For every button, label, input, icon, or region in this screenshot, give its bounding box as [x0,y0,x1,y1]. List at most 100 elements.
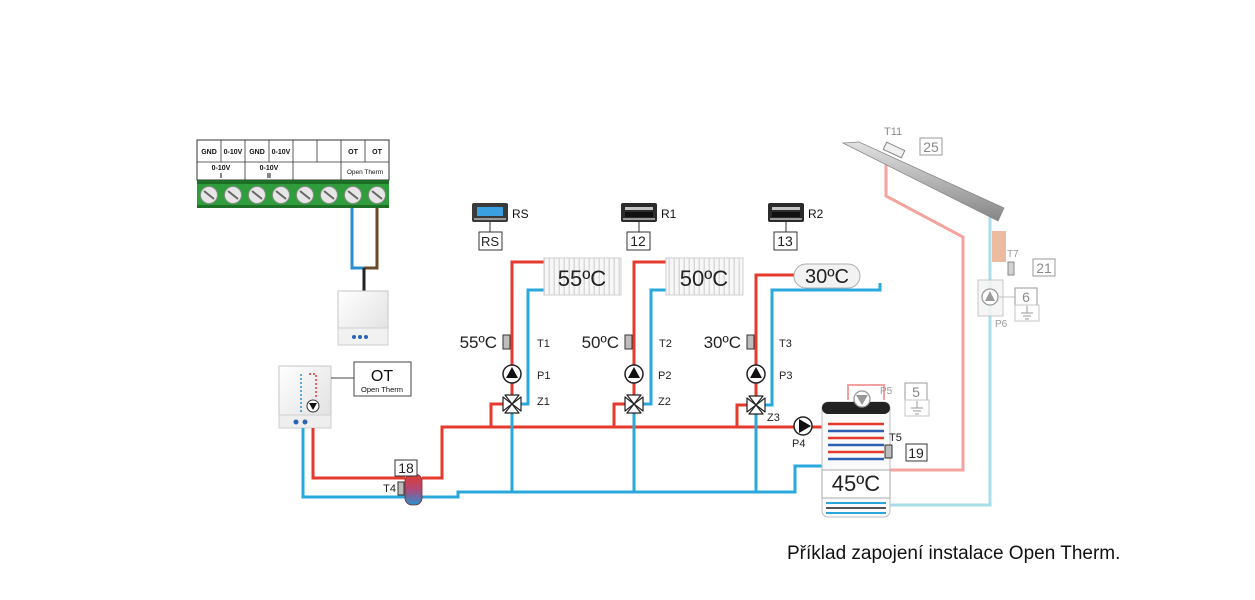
room-thermostat-r1: R1 12 [621,203,677,251]
circuit-1-mixing-supply [489,402,503,427]
circuit-3-return-pipe [765,283,882,407]
terminal-group-label: I [220,173,222,180]
radiator-room-2: 50ºC [665,257,744,296]
tank-sensor-t5: T5 19 [884,432,928,462]
terminal-header-label: OT [372,149,382,156]
boiler-indicator [302,419,308,425]
thermostat-address: RS [481,234,499,249]
tank-top-cap [822,402,890,414]
pump-arrow-icon [985,291,995,301]
thermostat-label: RS [512,207,529,221]
circuit-2-return-pipe [643,288,667,406]
terminal-group-label: Open Therm [347,169,383,176]
valve-port [504,403,520,414]
sensor-label: T7 [1007,249,1019,260]
solar-heat-element [992,231,1006,262]
ot-module-title: OT [371,368,393,385]
solar-pump-p6: 6 P6 [977,279,1040,330]
terminal-group-label: 0-10V [212,165,231,172]
circuit-sensor-temperature: 30ºC [704,333,741,352]
circuit-2-components: 50ºC T2 P2 Z2 [582,333,672,414]
sensor-label: T11 [884,126,902,138]
thermostat-address: 12 [630,233,646,249]
sensor-label: T2 [659,338,672,350]
room-thermostat-rs: RS RS [472,203,529,251]
tank-temperature: 45ºC [832,471,881,496]
mixing-valve-z1 [502,394,522,414]
sensor-t4-label: T4 [383,483,396,495]
valve-port [511,396,522,412]
pump-label: P4 [792,438,805,450]
terminal-screw-slot [371,190,383,200]
terminal-header-label: GND [249,149,265,156]
mixing-valve-z2 [624,394,644,414]
terminal-screw-slot [299,190,311,200]
sensor-label: T1 [537,338,550,350]
pump-arrow-icon [856,395,868,405]
room-temperature: 50ºC [680,266,729,291]
circuit-1-components: 55ºC T1 P1 Z1 [460,333,550,414]
terminal-header-label: 0-10V [224,149,243,156]
sensor-t5-address: 19 [908,445,924,461]
hydraulic-separator: T4 18 [383,459,423,506]
valve-label: Z1 [537,396,550,408]
sensor-t11-address: 25 [923,139,939,155]
thermostat-label: R2 [808,207,824,221]
terminal-screw-slot [227,190,239,200]
sensor-t5 [884,444,893,459]
sensor-t4 [397,481,405,496]
circuit-3-flow-pipe [754,273,796,396]
hot-water-pump-p4: P4 [792,416,813,450]
sensor-label: T5 [889,432,902,444]
boiler-indicator [358,335,362,339]
valve-port [626,403,642,414]
radiator-body [665,257,744,296]
terminal-screws [200,186,386,204]
valve-port [504,394,520,405]
valve-port [748,404,764,415]
pump-label: P2 [658,370,671,382]
boiler-supply-pipe [311,428,405,480]
valve-port [624,396,635,412]
circuit-2-flow-pipe [632,260,667,395]
ot-module-subtitle: Open Therm [361,385,403,394]
diagram-caption: Příklad zapojení instalace Open Therm. [787,543,1120,564]
ot-module-frame [353,361,412,397]
circuit-sensor-temperature: 55ºC [460,333,497,352]
pump-p5-address: 5 [912,384,920,400]
tank-coil [828,422,884,461]
valve-port [755,397,766,413]
boiler-return-pipe [301,428,405,499]
circulation-pump-p5: P5 5 [847,382,930,417]
thermostat-address: 13 [777,233,793,249]
terminal-strip-top-edge [197,180,389,184]
sensor-t1 [502,334,511,350]
hot-water-tank: 45ºC [821,401,891,518]
thermostat-address-box [773,231,798,251]
sensor-t11 [882,141,906,159]
tank-display-frame [821,469,891,499]
wire-blue [350,208,364,270]
circulation-loop [847,384,885,400]
floor-heating-body [793,263,861,289]
valve-port [633,396,644,412]
solar-sensor-t7: T7 21 [992,231,1056,277]
sensor-t5-address-box [905,443,928,462]
boiler-panel [337,327,389,346]
thermostat-screen [772,212,800,217]
pump-label: P5 [880,386,893,397]
valve-port [748,395,764,406]
terminal-screw-slot [323,190,335,200]
terminal-screw-slot [251,190,263,200]
pump-label: P3 [779,370,792,382]
sensor-t4-address: 18 [398,460,414,476]
pump-label: P6 [995,319,1008,330]
ground-frame [904,399,930,417]
ground-icon [1021,306,1033,320]
solar-supply-pipe [884,158,965,472]
boiler-indicator [352,335,356,339]
thermostat-address-box [478,231,503,251]
pump-p6-address: 6 [1022,289,1030,305]
sensor-t7-address: 21 [1036,260,1052,276]
main-return-pipe [422,464,823,499]
